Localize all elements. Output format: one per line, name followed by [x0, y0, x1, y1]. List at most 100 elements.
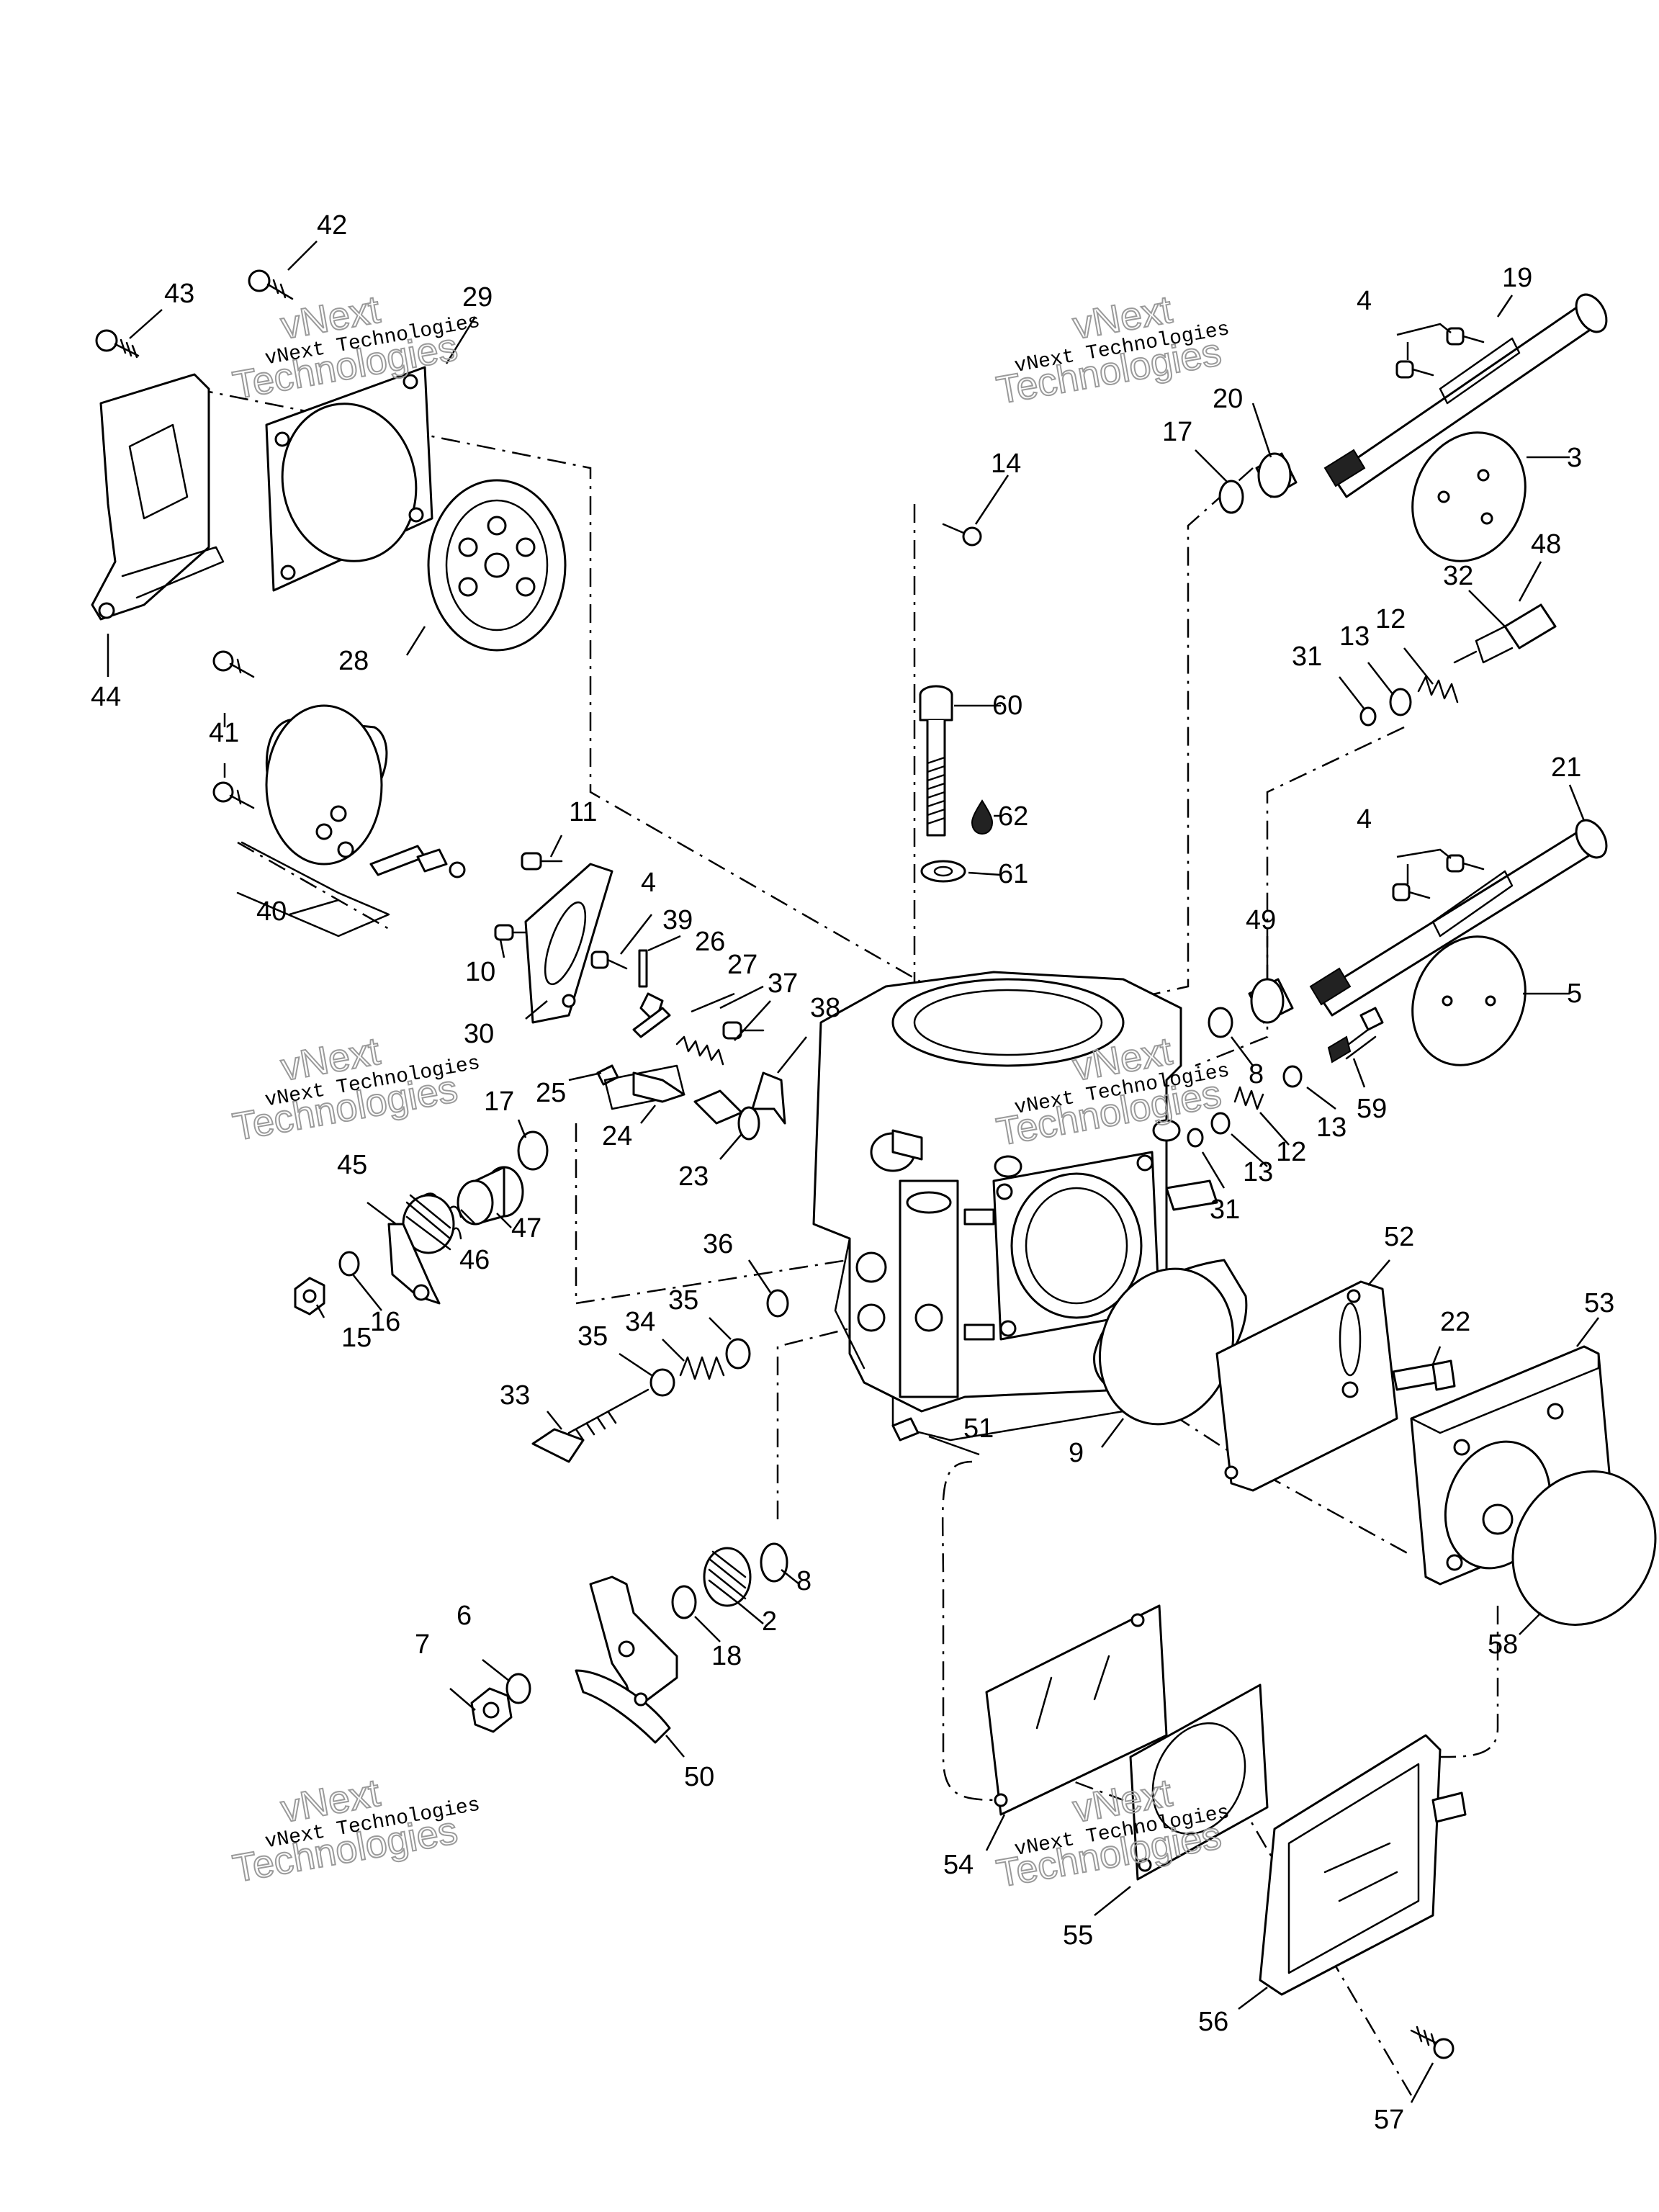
part-50-throttle-lever — [575, 1575, 678, 1744]
part-12-spring-mid — [1233, 1086, 1264, 1110]
part-46-spring — [402, 1192, 462, 1254]
callout-56: 56 — [1198, 2007, 1228, 2037]
callout-54: 54 — [943, 1850, 974, 1880]
callout-4-top: 4 — [1357, 286, 1372, 316]
callout-21: 21 — [1551, 752, 1581, 783]
part-23-seat — [693, 1089, 760, 1141]
part-47-bushing — [457, 1166, 524, 1226]
part-25-clip — [596, 1064, 619, 1086]
callout-8-lower: 8 — [796, 1566, 811, 1596]
callout-47: 47 — [511, 1213, 541, 1244]
part-54-gasket — [985, 1604, 1168, 1816]
callout-35-right: 35 — [668, 1285, 698, 1316]
part-9-diaphragm — [1093, 1259, 1248, 1426]
callout-58: 58 — [1488, 1629, 1518, 1660]
part-38-clip — [751, 1071, 786, 1125]
callout-7: 7 — [415, 1629, 430, 1660]
callout-55: 55 — [1063, 1920, 1093, 1951]
callout-36: 36 — [703, 1229, 733, 1259]
callout-13-mid: 13 — [1316, 1112, 1346, 1143]
callout-5: 5 — [1567, 979, 1582, 1009]
part-10-screw — [494, 924, 533, 941]
part-56-cover — [1259, 1734, 1467, 1996]
part-17-oring-top — [1218, 480, 1244, 514]
callout-59: 59 — [1357, 1094, 1387, 1124]
part-36-oring — [766, 1289, 789, 1318]
callout-12-top: 12 — [1375, 604, 1406, 634]
callout-17-top: 17 — [1162, 417, 1192, 447]
callout-2: 2 — [762, 1606, 777, 1637]
part-27-spring — [675, 1035, 724, 1066]
callout-9: 9 — [1069, 1438, 1084, 1468]
part-31-oring-low — [1187, 1128, 1204, 1148]
part-13-washer-low — [1210, 1112, 1231, 1135]
part-26-lever — [632, 992, 671, 1038]
leader-lines — [107, 240, 1599, 2103]
callout-46: 46 — [459, 1245, 490, 1275]
part-11-screw — [521, 852, 563, 871]
part-33-idle-screw — [531, 1388, 649, 1463]
part-30-lever — [524, 863, 613, 1024]
part-8-oring-mid — [1208, 1007, 1233, 1038]
callout-28: 28 — [338, 646, 369, 676]
part-39-pin — [638, 949, 648, 988]
part-20-bushing — [1255, 452, 1298, 498]
part-44-bracket — [91, 373, 225, 621]
part-51-clip — [891, 1417, 920, 1442]
part-16-washer — [338, 1251, 360, 1277]
part-62-drop-icon — [971, 799, 994, 835]
part-22-screw — [1392, 1359, 1456, 1391]
part-13-washer-top — [1389, 688, 1412, 716]
part-4-screw-left — [590, 950, 628, 970]
part-49-bushing — [1248, 978, 1294, 1024]
watermark-top-right: vNext Technologies vNext Technologies — [993, 287, 1231, 413]
part-57-screw — [1410, 2026, 1455, 2059]
part-55-gasket — [1129, 1683, 1269, 1881]
part-40-pump-cover — [236, 704, 466, 938]
part-19-shaft — [1323, 293, 1608, 498]
part-29-gasket — [265, 366, 433, 592]
part-61-washer — [920, 860, 966, 883]
callout-57: 57 — [1374, 2105, 1404, 2135]
part-12-spring-top — [1417, 675, 1459, 703]
part-7-nut — [470, 1687, 513, 1733]
callout-12-mid: 12 — [1276, 1137, 1306, 1167]
callout-44: 44 — [91, 682, 121, 712]
part-60-bolt — [919, 685, 953, 837]
part-35-washer-left — [649, 1368, 675, 1397]
callout-26: 26 — [695, 927, 725, 957]
callout-60: 60 — [992, 691, 1022, 721]
part-17-oring-left — [517, 1130, 549, 1171]
part-4-screws-top — [1395, 327, 1485, 379]
callout-13-top: 13 — [1339, 621, 1370, 652]
callout-4-left: 4 — [641, 868, 656, 898]
callout-42: 42 — [317, 210, 347, 240]
callout-22: 22 — [1440, 1307, 1470, 1337]
callout-34: 34 — [625, 1307, 655, 1337]
part-48-adjust-screw — [1453, 603, 1557, 664]
part-35-washer-right — [725, 1338, 751, 1370]
callout-11: 11 — [569, 797, 597, 827]
callout-53: 53 — [1584, 1288, 1614, 1318]
part-43-screw — [95, 329, 140, 359]
part-58-oring — [1511, 1470, 1657, 1626]
part-5-throttle-plate — [1411, 935, 1527, 1066]
callout-15: 15 — [341, 1323, 372, 1353]
callout-33: 33 — [500, 1380, 530, 1411]
part-41-screws — [212, 650, 255, 809]
part-42-screw — [248, 269, 294, 300]
callout-29: 29 — [462, 282, 493, 313]
part-59-fitting — [1327, 1007, 1384, 1064]
callout-30: 30 — [464, 1019, 494, 1049]
callout-48: 48 — [1531, 529, 1561, 559]
part-14-screw — [942, 523, 982, 547]
part-37-screw — [722, 1021, 765, 1040]
watermark-bottom-left: vNext Technologies vNext Technologies — [229, 1771, 482, 1892]
callout-38: 38 — [810, 993, 840, 1023]
callout-20: 20 — [1213, 384, 1243, 414]
part-6-washer — [505, 1673, 531, 1704]
callout-24: 24 — [602, 1121, 632, 1151]
part-34-spring — [679, 1356, 725, 1380]
callout-40: 40 — [256, 896, 287, 927]
